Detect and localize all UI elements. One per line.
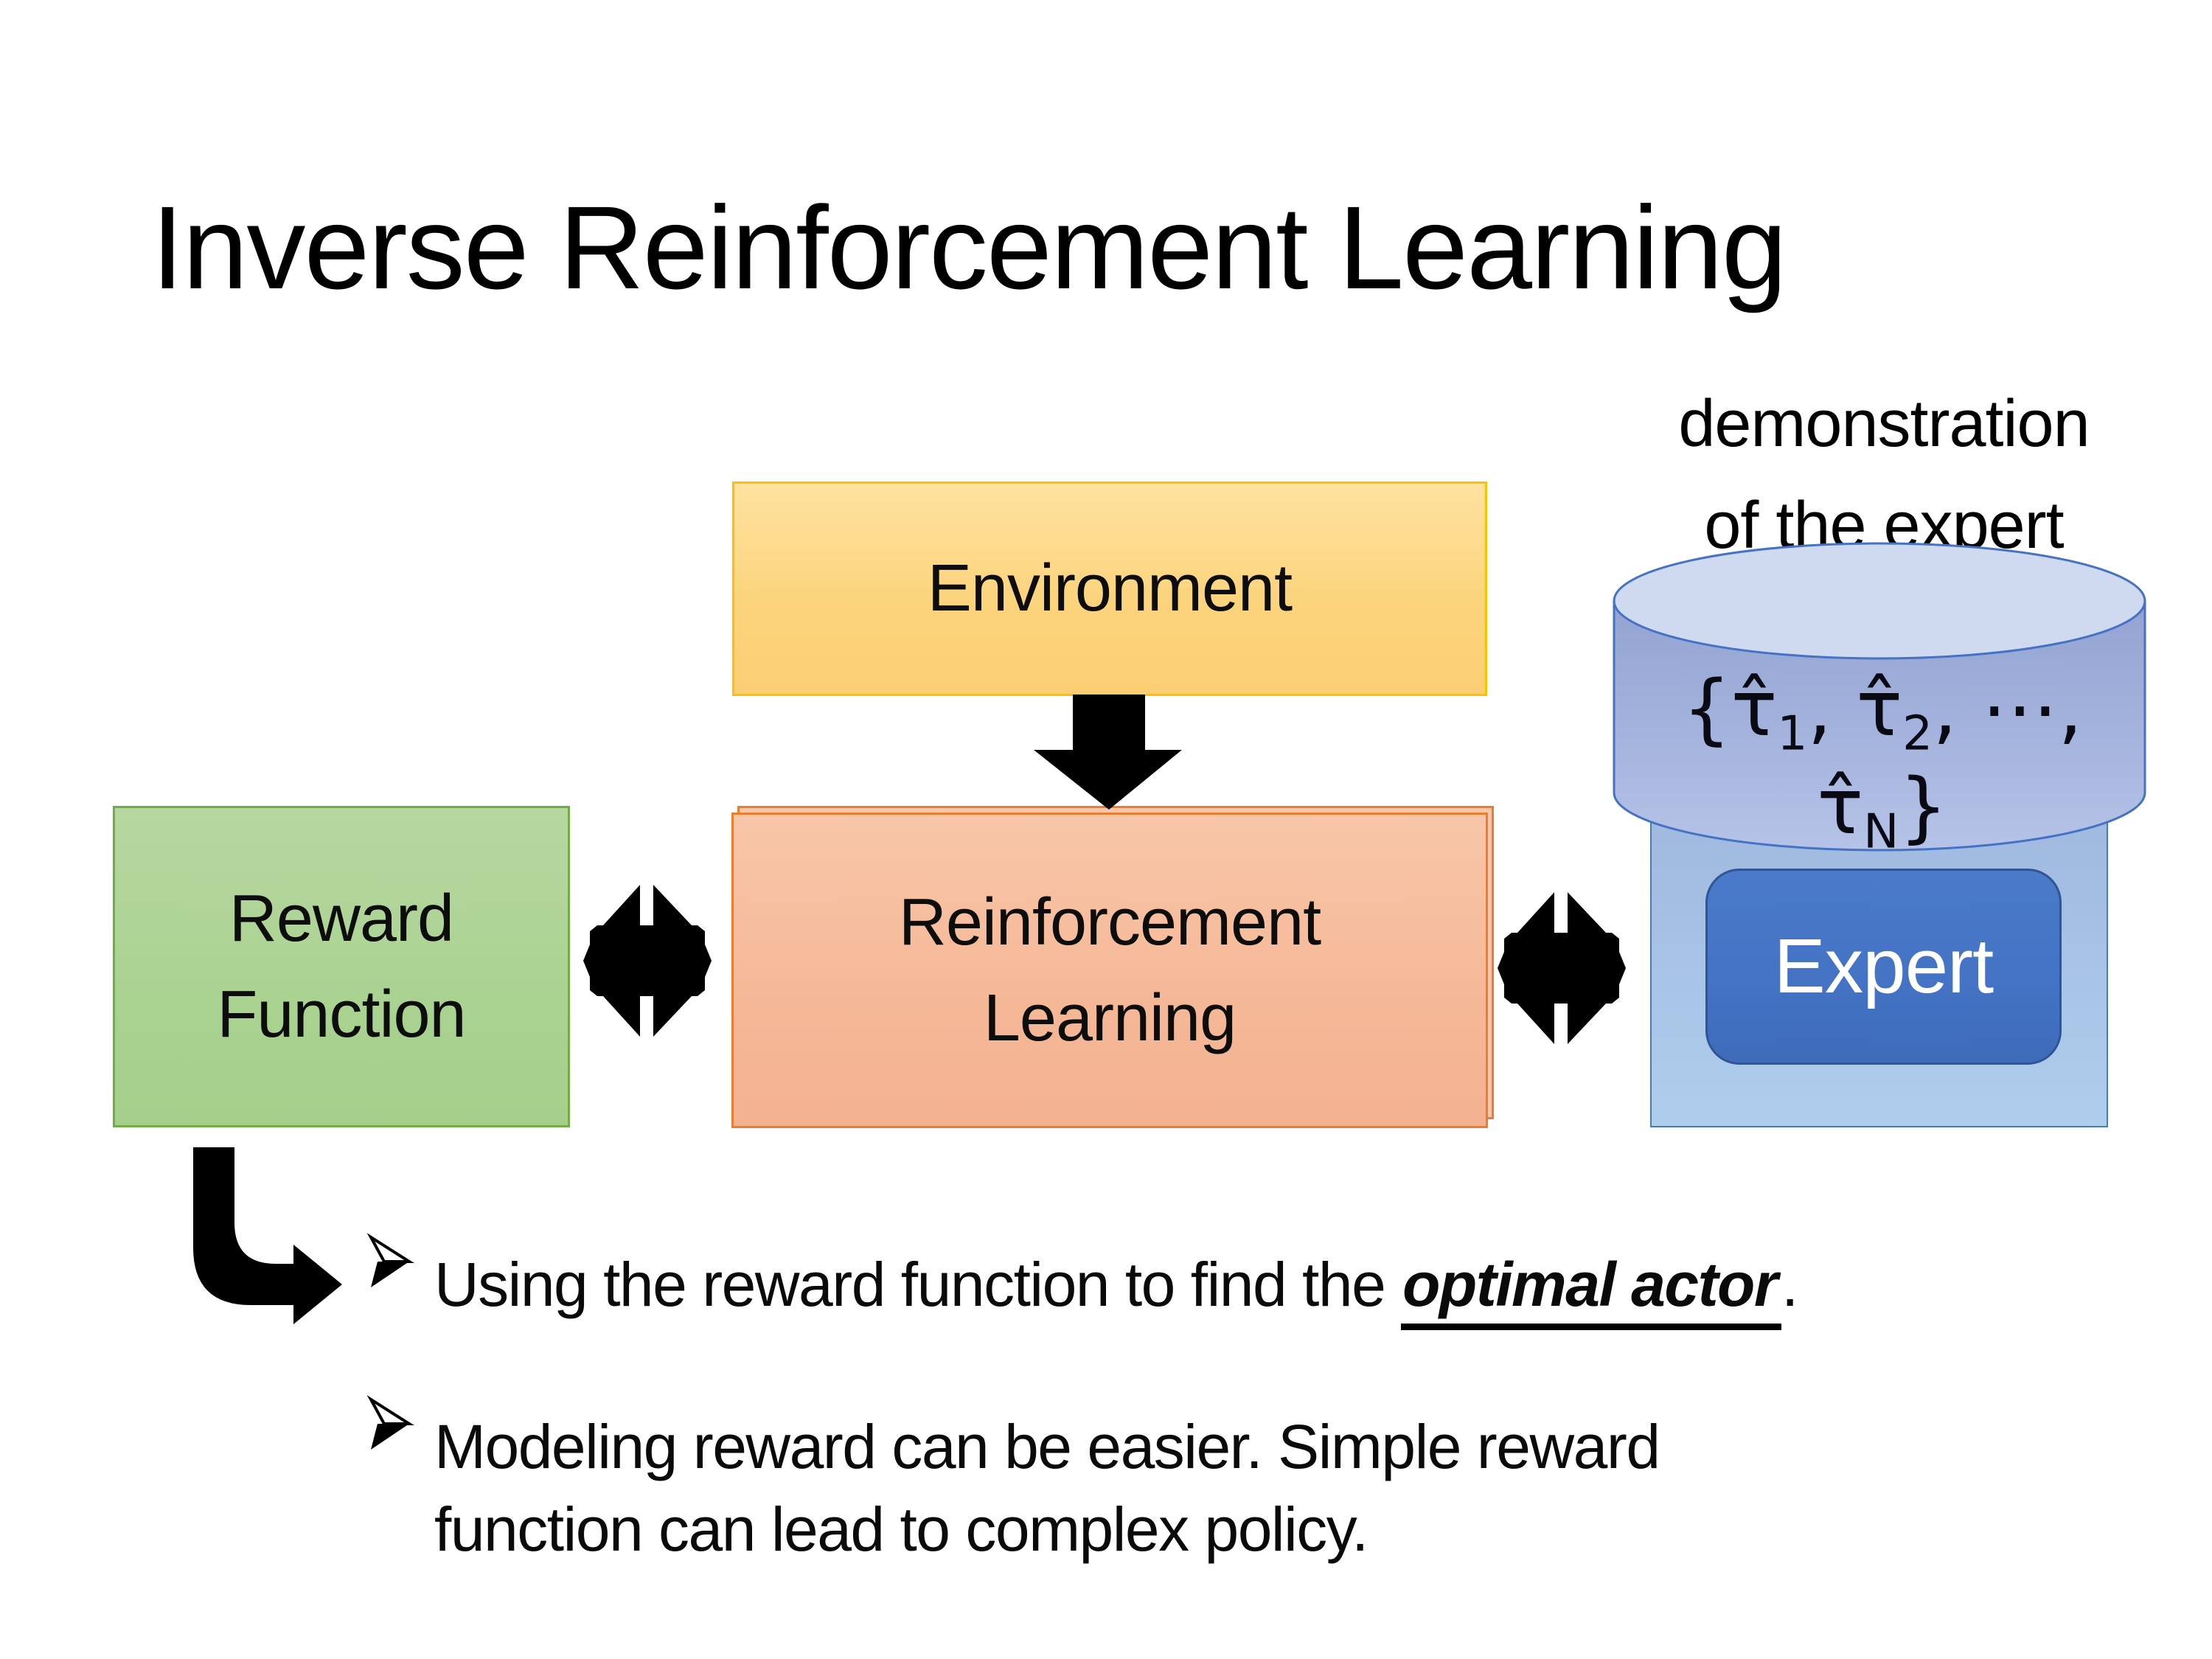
reinforcement-learning-label-line2: Learning bbox=[983, 981, 1237, 1055]
trajectory-set-formula: {τ̂1, τ̂2, ⋯, τ̂N} bbox=[1682, 664, 2083, 859]
bullet1-prefix: Using the reward function to find the bbox=[434, 1250, 1402, 1319]
environment-label: Environment bbox=[927, 552, 1293, 625]
expert-label: Expert bbox=[1773, 923, 1994, 1009]
arrow-bullet-icon bbox=[366, 1395, 414, 1450]
reward-function-label-line2: Function bbox=[217, 978, 466, 1051]
reinforcement-learning-box: Reinforcement Learning bbox=[731, 813, 1488, 1128]
reinforcement-learning-label-line1: Reinforcement bbox=[898, 886, 1321, 959]
bullet2-line2: function can lead to complex policy. bbox=[434, 1495, 1368, 1564]
bullet1-suffix: . bbox=[1781, 1250, 1798, 1319]
demonstration-database-cylinder-icon bbox=[1613, 542, 2146, 852]
down-arrow-icon bbox=[1034, 695, 1182, 810]
bullet2-line1: Modeling reward can be easier. Simple re… bbox=[434, 1412, 1660, 1481]
exchange-arrows-right-icon bbox=[1498, 892, 1626, 1044]
bullet-text: Using the reward function to find the op… bbox=[434, 1243, 1798, 1330]
arrow-bullet-icon bbox=[366, 1233, 414, 1287]
bent-arrow-icon bbox=[193, 1147, 342, 1324]
bullet-item-modeling-reward: Modeling reward can be easier. Simple re… bbox=[366, 1395, 2136, 1571]
demonstration-caption-line1: demonstration bbox=[1678, 387, 2090, 461]
bullet-item-optimal-actor: Using the reward function to find the op… bbox=[366, 1233, 2136, 1330]
exchange-arrows-left-icon bbox=[583, 885, 712, 1037]
slide-title: Inverse Reinforcement Learning bbox=[151, 181, 1787, 313]
expert-box: Expert bbox=[1705, 869, 2062, 1065]
environment-box: Environment bbox=[732, 481, 1487, 696]
demonstration-caption: demonstration of the expert bbox=[1578, 373, 2190, 577]
reward-function-label: Reward Function bbox=[217, 871, 466, 1062]
bullet-text: Modeling reward can be easier. Simple re… bbox=[434, 1405, 1660, 1571]
reward-function-box: Reward Function bbox=[113, 806, 570, 1127]
reward-function-label-line1: Reward bbox=[229, 882, 454, 956]
reinforcement-learning-label: Reinforcement Learning bbox=[899, 874, 1321, 1066]
bullet1-emphasis: optimal actor bbox=[1401, 1250, 1782, 1330]
